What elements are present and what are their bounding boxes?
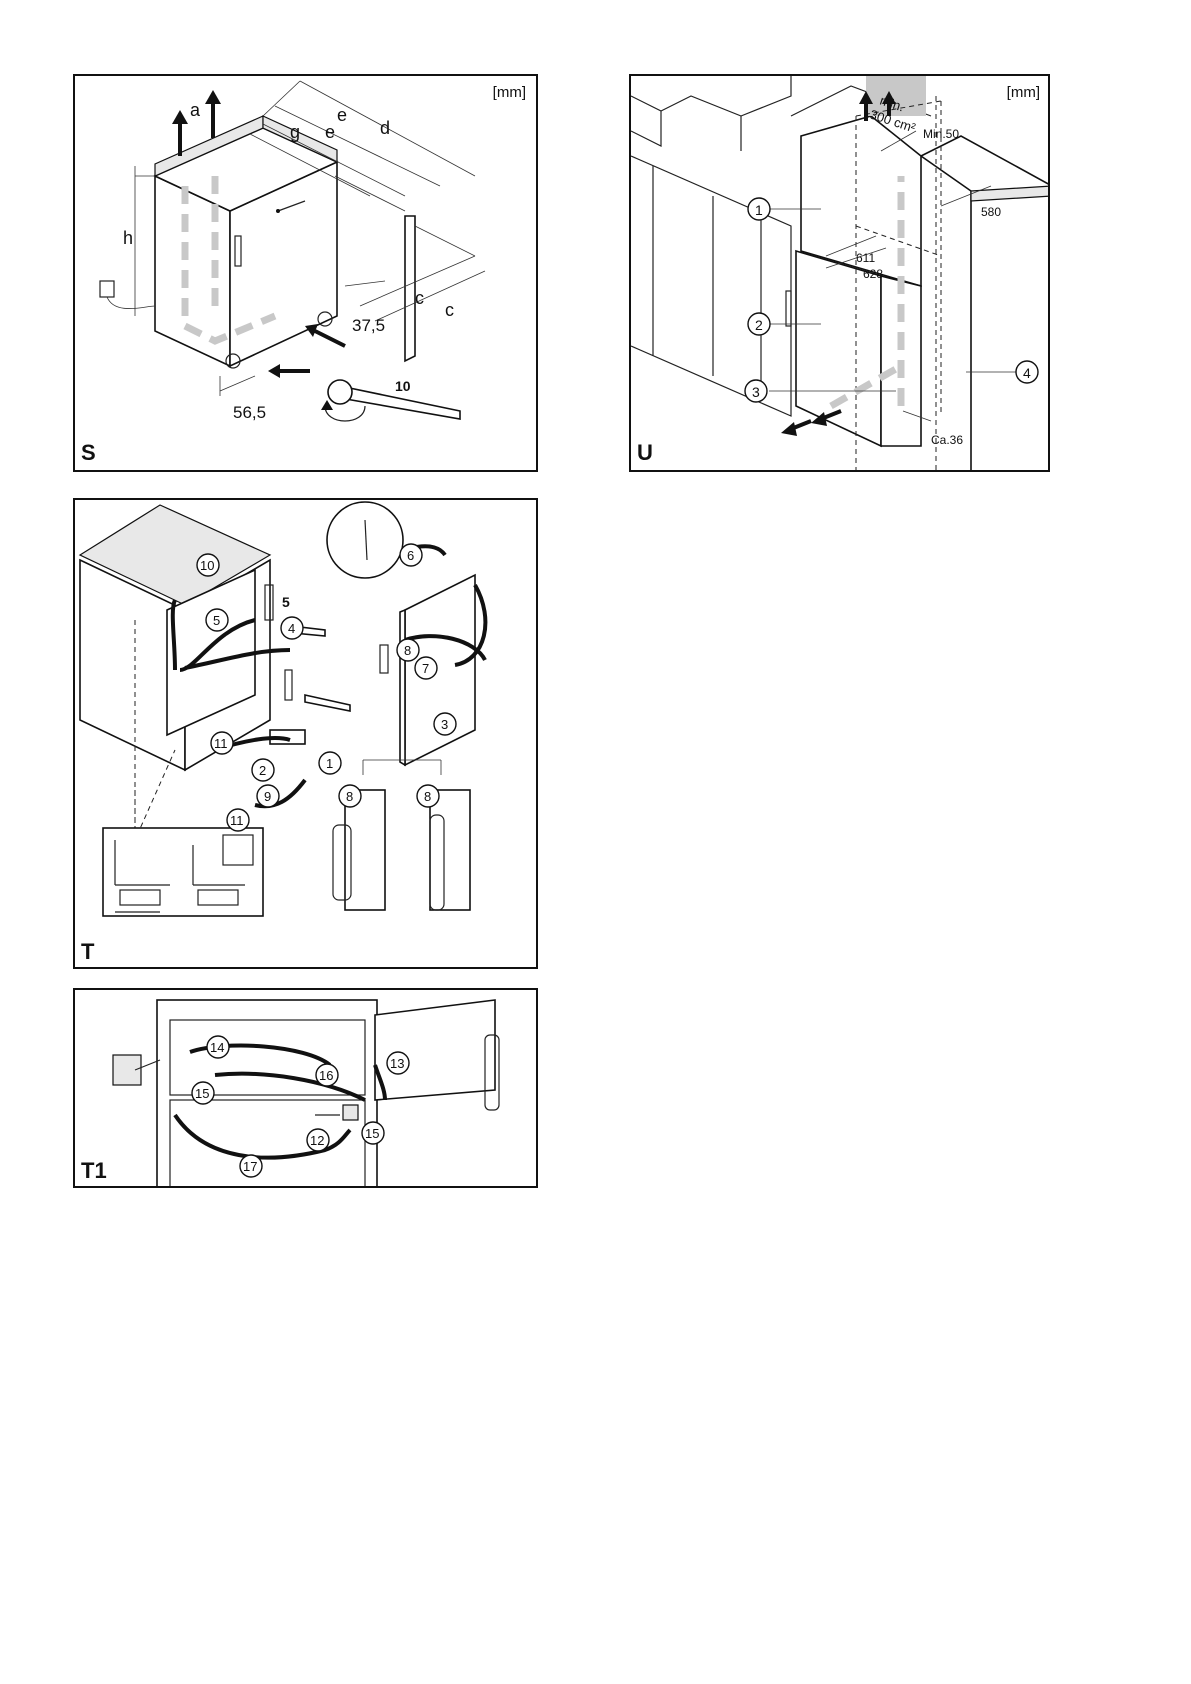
panel-t1-drawing: 14 15 16 13 12 15 17 <box>112 999 500 1186</box>
callout-t1-17: 17 <box>243 1159 257 1174</box>
callout-t-4: 4 <box>288 621 295 636</box>
callout-t1-12: 12 <box>310 1133 324 1148</box>
panel-label-t: T <box>81 939 95 964</box>
callout-t-7: 7 <box>422 661 429 676</box>
panel-u-drawing: 1 2 3 4 min. 300 cm² Min.50 580 611 628 … <box>631 76 1048 470</box>
panel-s-drawing: a g e e d h c c 37,5 56,5 10 <box>99 80 486 422</box>
panel-t-drawing: 10 5 4 11 2 1 9 6 8 7 3 8 8 11 5 <box>78 501 488 917</box>
dim-580: 580 <box>981 205 1001 219</box>
callout-t-8b: 8 <box>346 789 353 804</box>
panel-t: 10 5 4 11 2 1 9 6 8 7 3 8 8 11 5 T <box>73 498 538 969</box>
dim-d: d <box>380 118 390 138</box>
callout-t-11a: 11 <box>214 736 228 751</box>
panel-label-s: S <box>81 440 96 465</box>
dim-37-5: 37,5 <box>352 316 385 335</box>
callout-t-3: 3 <box>441 717 448 732</box>
callout-t-8c: 8 <box>424 789 431 804</box>
wrench-size: 10 <box>395 378 411 394</box>
dim-min50: Min.50 <box>923 127 959 141</box>
callout-t-10: 10 <box>200 558 214 573</box>
callout-t-5: 5 <box>213 613 220 628</box>
callout-u-4: 4 <box>1023 365 1031 381</box>
callout-t-2: 2 <box>259 763 266 778</box>
callout-t-9: 9 <box>264 789 271 804</box>
callout-t-6: 6 <box>407 548 414 563</box>
callout-t1-13: 13 <box>390 1056 404 1071</box>
panel-t1: 14 15 16 13 12 15 17 T1 <box>73 988 538 1188</box>
panel-label-t1: T1 <box>81 1158 107 1183</box>
callout-t-1: 1 <box>326 756 333 771</box>
callout-t1-15a: 15 <box>195 1086 209 1101</box>
panel-s: a g e e d h c c 37,5 56,5 10 [mm] S <box>73 74 538 472</box>
dim-56-5: 56,5 <box>233 403 266 422</box>
callout-t1-16: 16 <box>319 1068 333 1083</box>
dim-c1: c <box>415 288 424 308</box>
callout-t1-15b: 15 <box>365 1126 379 1141</box>
callout-t1-14: 14 <box>210 1040 224 1055</box>
unit-label-u: [mm] <box>1006 84 1040 101</box>
callout-t-8a: 8 <box>404 643 411 658</box>
callout-u-3: 3 <box>752 384 760 400</box>
dim-a: a <box>190 100 201 120</box>
dim-h: h <box>123 228 133 248</box>
panel-label-u: U <box>637 440 653 465</box>
dim-ca36: Ca.36 <box>931 433 963 447</box>
dim-e2: e <box>337 105 347 125</box>
dim-628: 628 <box>863 267 883 281</box>
panel-u: 1 2 3 4 min. 300 cm² Min.50 580 611 628 … <box>629 74 1050 472</box>
dim-c2: c <box>445 300 454 320</box>
wrench-size-t: 5 <box>282 594 290 610</box>
callout-u-2: 2 <box>755 317 763 333</box>
callout-u-1: 1 <box>755 202 763 218</box>
dim-g: g <box>290 122 300 142</box>
dim-e1: e <box>325 122 335 142</box>
vent-min: min. <box>878 93 906 115</box>
callout-t-11b: 11 <box>230 813 244 828</box>
dim-611: 611 <box>856 251 875 265</box>
unit-label-s: [mm] <box>492 84 526 101</box>
